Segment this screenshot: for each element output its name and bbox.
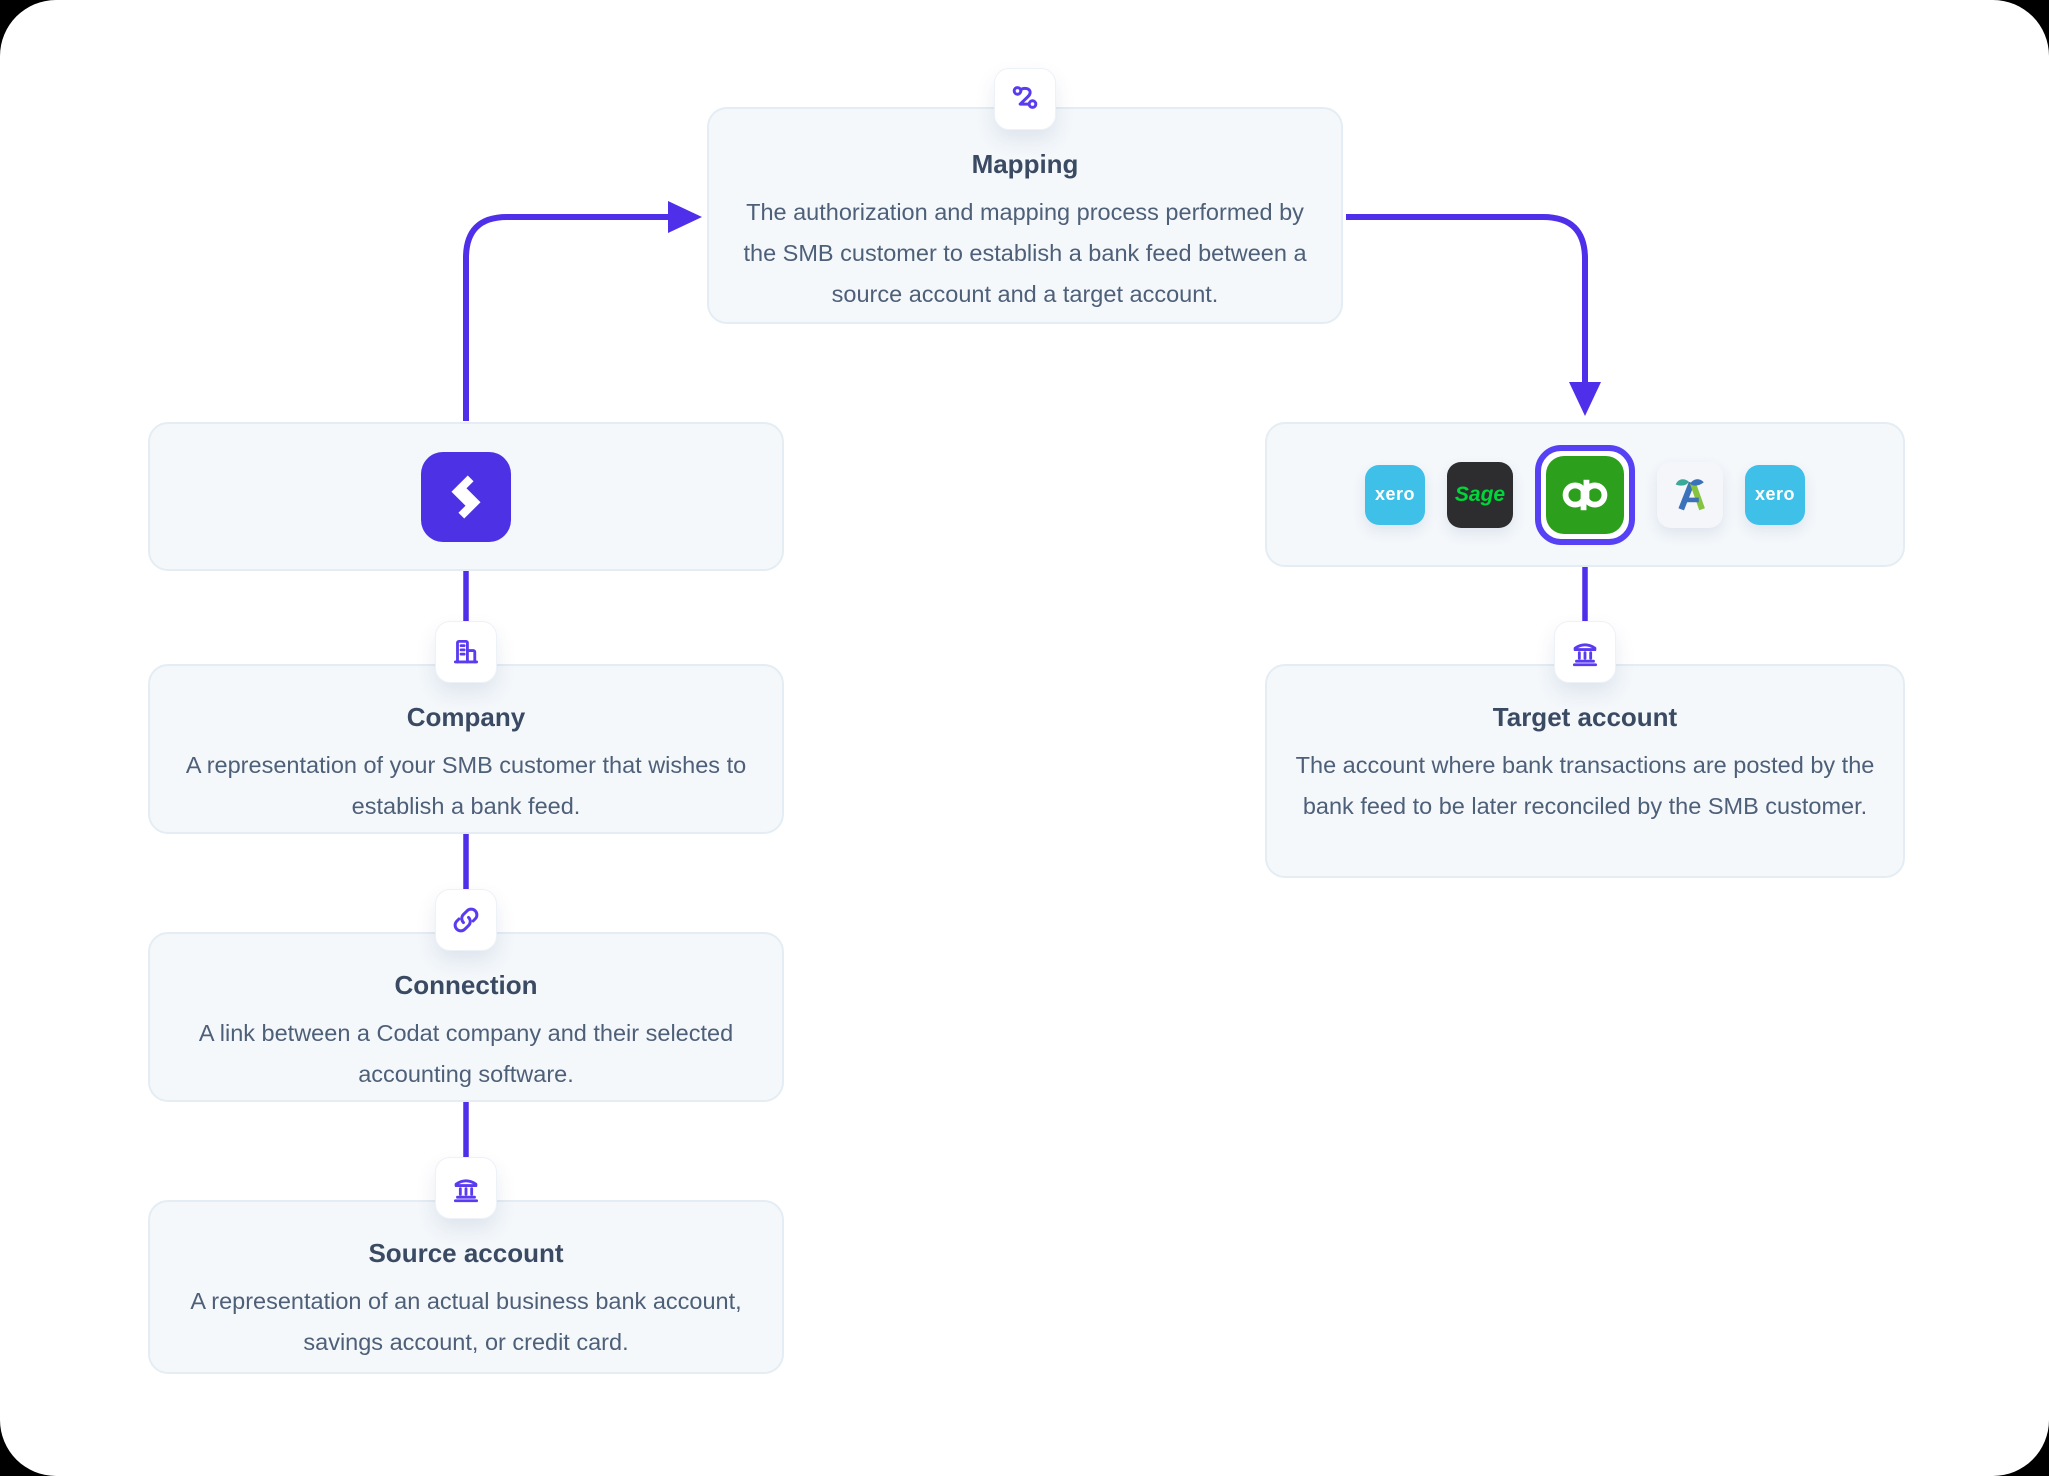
connection-title: Connection bbox=[394, 970, 538, 1000]
arrow-company-to-mapping bbox=[463, 214, 670, 421]
xero-label: xero bbox=[1754, 484, 1796, 504]
quickbooks-qb-icon bbox=[1562, 479, 1608, 510]
bank-icon bbox=[453, 1179, 479, 1203]
company-description: A representation of your SMB customer th… bbox=[185, 752, 747, 819]
link-icon bbox=[453, 907, 479, 933]
target-account-description: The account where bank transactions are … bbox=[1295, 752, 1875, 819]
xero-label: xero bbox=[1374, 484, 1416, 504]
sage-logo: Sage bbox=[1447, 461, 1513, 528]
route-icon bbox=[1012, 86, 1038, 109]
company-title: Company bbox=[406, 702, 526, 732]
codat-logo bbox=[421, 452, 511, 542]
arrow-mapping-to-software bbox=[1346, 214, 1588, 384]
accounting-software-logos: xero Sage xer bbox=[1265, 422, 1905, 567]
codat-chevrons-icon bbox=[451, 475, 481, 519]
xero-logo: xero bbox=[1365, 464, 1425, 525]
bank-icon bbox=[1572, 643, 1598, 667]
building-icon bbox=[453, 639, 479, 664]
mapping-description: The authorization and mapping process pe… bbox=[743, 199, 1307, 307]
mapping-title: Mapping bbox=[971, 149, 1079, 179]
source-account-description: A representation of an actual business b… bbox=[190, 1288, 742, 1355]
mapping-card: Mapping The authorization and mapping pr… bbox=[707, 107, 1343, 324]
company-tile bbox=[435, 621, 497, 683]
quickbooks-selected-ring bbox=[1535, 444, 1635, 545]
sage-label: Sage bbox=[1454, 482, 1506, 506]
connection-description: A link between a Codat company and their… bbox=[198, 1020, 734, 1087]
company-card: Company A representation of your SMB cus… bbox=[148, 664, 784, 834]
quickbooks-logo bbox=[1546, 455, 1624, 534]
arrowhead-down-icon bbox=[1569, 382, 1601, 416]
connection-card: Connection A link between a Codat compan… bbox=[148, 932, 784, 1102]
connection-tile bbox=[435, 889, 497, 951]
source-account-title: Source account bbox=[368, 1238, 564, 1268]
mapping-tile bbox=[994, 68, 1056, 130]
freeagent-mark-icon bbox=[1675, 478, 1705, 510]
target-account-tile bbox=[1554, 621, 1616, 683]
source-account-card: Source account A representation of an ac… bbox=[148, 1200, 784, 1374]
target-account-title: Target account bbox=[1492, 702, 1678, 732]
freeagent-logo bbox=[1657, 461, 1723, 528]
arrowhead-right-icon bbox=[668, 201, 702, 233]
xero-logo: xero bbox=[1745, 464, 1805, 525]
source-account-tile bbox=[435, 1157, 497, 1219]
